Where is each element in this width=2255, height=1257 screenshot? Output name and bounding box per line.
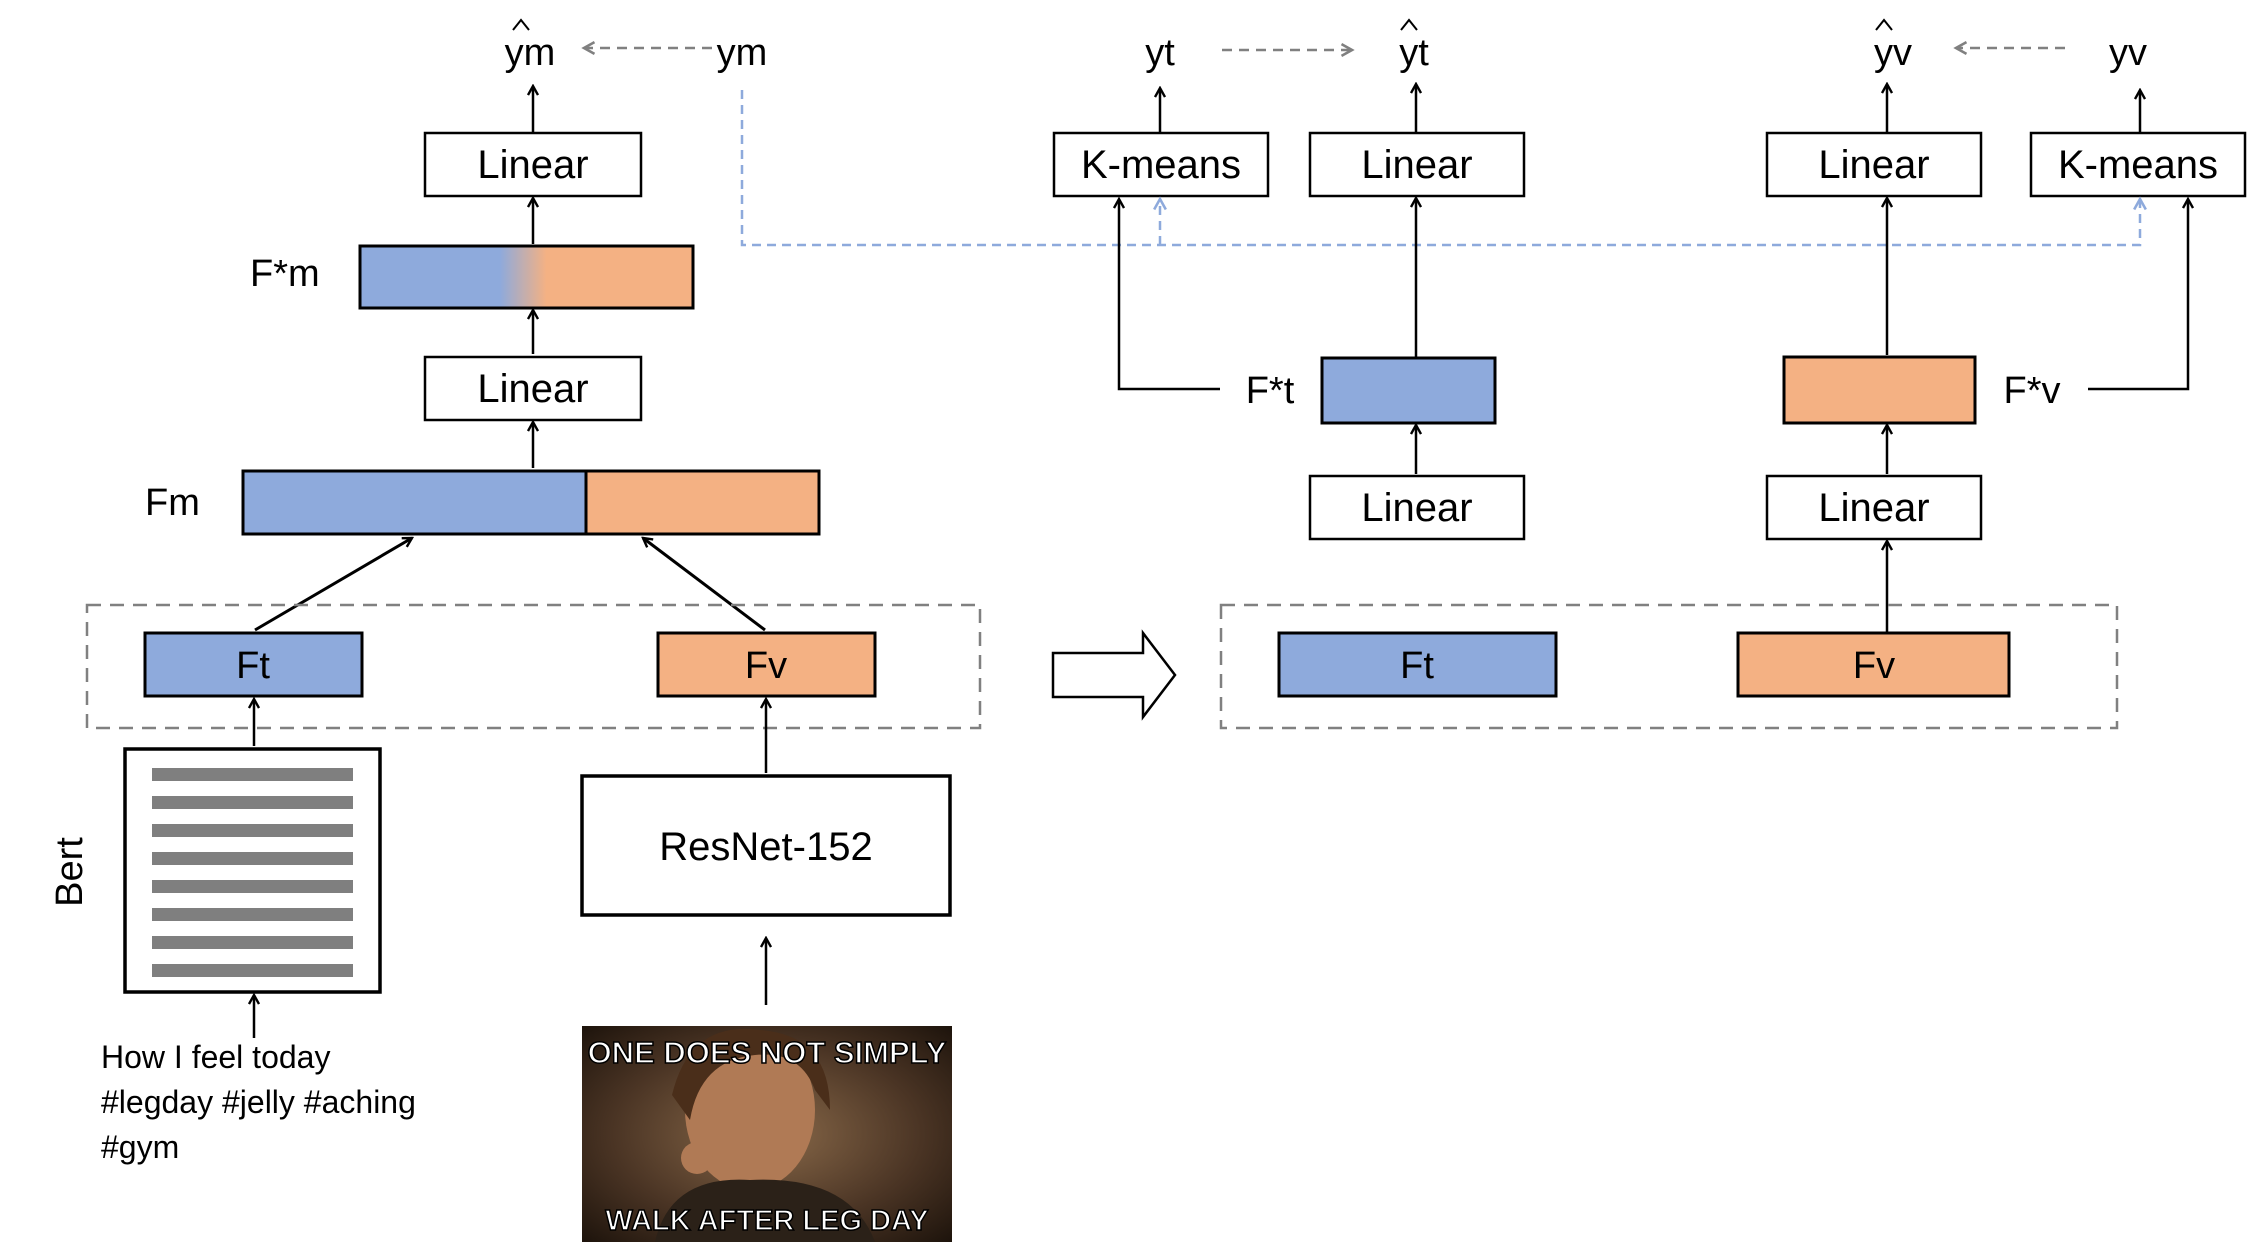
fm-star-bar xyxy=(358,244,695,310)
kmeans-t-box xyxy=(1052,131,1270,198)
bert-document-box xyxy=(123,747,382,994)
yv-label: yv xyxy=(2109,32,2147,74)
yt-hat-label: yt xyxy=(1399,32,1429,74)
arrow-ftstar-to-kmeans xyxy=(1119,199,1220,391)
linear-t-top-box xyxy=(1308,131,1526,198)
fm-bar-image-part xyxy=(584,469,821,536)
right-fv-box xyxy=(1736,631,2011,698)
linear-mid-label: Linear xyxy=(477,367,588,411)
meme-face xyxy=(685,1030,815,1190)
hat-icon xyxy=(1400,18,1418,31)
ft-star-box xyxy=(1320,356,1497,425)
bert-label: Bert xyxy=(49,837,91,907)
meme-image-icon: ONE DOES NOT SIMPLY WALK AFTER LEG DAY xyxy=(582,1026,952,1242)
resnet-box xyxy=(580,774,952,917)
ft-star-label: F*t xyxy=(1246,370,1295,412)
document-line xyxy=(152,880,353,893)
left-fv-label: Fv xyxy=(745,645,787,687)
meme-top-text: ONE DOES NOT SIMPLY xyxy=(588,1035,947,1070)
right-feature-group xyxy=(1219,603,2119,730)
document-line xyxy=(152,936,353,949)
linear-t-bottom-label: Linear xyxy=(1361,486,1472,530)
yt-label: yt xyxy=(1145,32,1175,74)
document-line xyxy=(152,964,353,977)
linear-t-bottom-box xyxy=(1308,474,1526,541)
fv-star-label: F*v xyxy=(2004,370,2061,412)
fm-bar-text-part xyxy=(241,469,588,536)
document-line xyxy=(152,768,353,781)
linear-top-box xyxy=(423,131,643,198)
right-yv-hat: yv xyxy=(1874,18,1912,74)
fv-star-box xyxy=(1782,355,1977,425)
document-lines-icon xyxy=(123,747,382,994)
kmeans-t-label: K-means xyxy=(1081,143,1241,187)
resnet-label: ResNet-152 xyxy=(659,825,872,869)
linear-v-top-label: Linear xyxy=(1818,143,1929,187)
tweet-line-2: #legday #jelly #aching xyxy=(101,1084,416,1120)
meme-hand xyxy=(681,1142,713,1174)
tweet-line-3: #gym xyxy=(101,1129,179,1165)
left-feature-group xyxy=(85,603,982,730)
document-line xyxy=(152,908,353,921)
arrow-ft-to-fm xyxy=(254,536,412,632)
kmeans-v-label: K-means xyxy=(2058,143,2218,187)
hat-icon xyxy=(1875,18,1893,31)
document-line xyxy=(152,796,353,809)
hollow-right-arrow-icon xyxy=(1051,629,1177,721)
document-line xyxy=(152,852,353,865)
meme-shoulders xyxy=(655,1179,875,1242)
linear-top-label: Linear xyxy=(477,143,588,187)
meme-bottom-text: WALK AFTER LEG DAY xyxy=(605,1205,928,1237)
right-yt-hat: yt xyxy=(1399,18,1429,74)
right-ft-label: Ft xyxy=(1400,645,1434,687)
left-fv-box xyxy=(656,631,877,698)
ym-label: ym xyxy=(717,32,768,74)
linear-t-top-label: Linear xyxy=(1361,143,1472,187)
right-fv-label: Fv xyxy=(1853,645,1895,687)
linear-mid-box xyxy=(423,355,643,422)
kmeans-v-box xyxy=(2029,131,2247,198)
arrow-fv-to-fm xyxy=(643,538,766,632)
linear-v-bottom-box xyxy=(1765,474,1983,541)
hat-icon xyxy=(512,18,530,31)
arrow-fvstar-to-kmeans xyxy=(2088,199,2188,391)
linear-v-bottom-label: Linear xyxy=(1818,486,1929,530)
right-ft-box xyxy=(1277,631,1558,698)
meme-hair xyxy=(672,1028,830,1120)
left-ft-box xyxy=(143,631,364,698)
ym-hat-label: ym xyxy=(505,32,556,74)
left-ym-hat: ym xyxy=(505,18,556,74)
tweet-line-1: How I feel today xyxy=(101,1039,330,1075)
document-line xyxy=(152,824,353,837)
fm-star-label: F*m xyxy=(250,253,320,295)
dashed-ym-to-kmeans-v xyxy=(740,90,2140,247)
yv-hat-label: yv xyxy=(1874,32,1912,74)
linear-v-top-box xyxy=(1765,131,1983,198)
fm-label: Fm xyxy=(145,482,200,524)
left-ft-label: Ft xyxy=(236,645,270,687)
